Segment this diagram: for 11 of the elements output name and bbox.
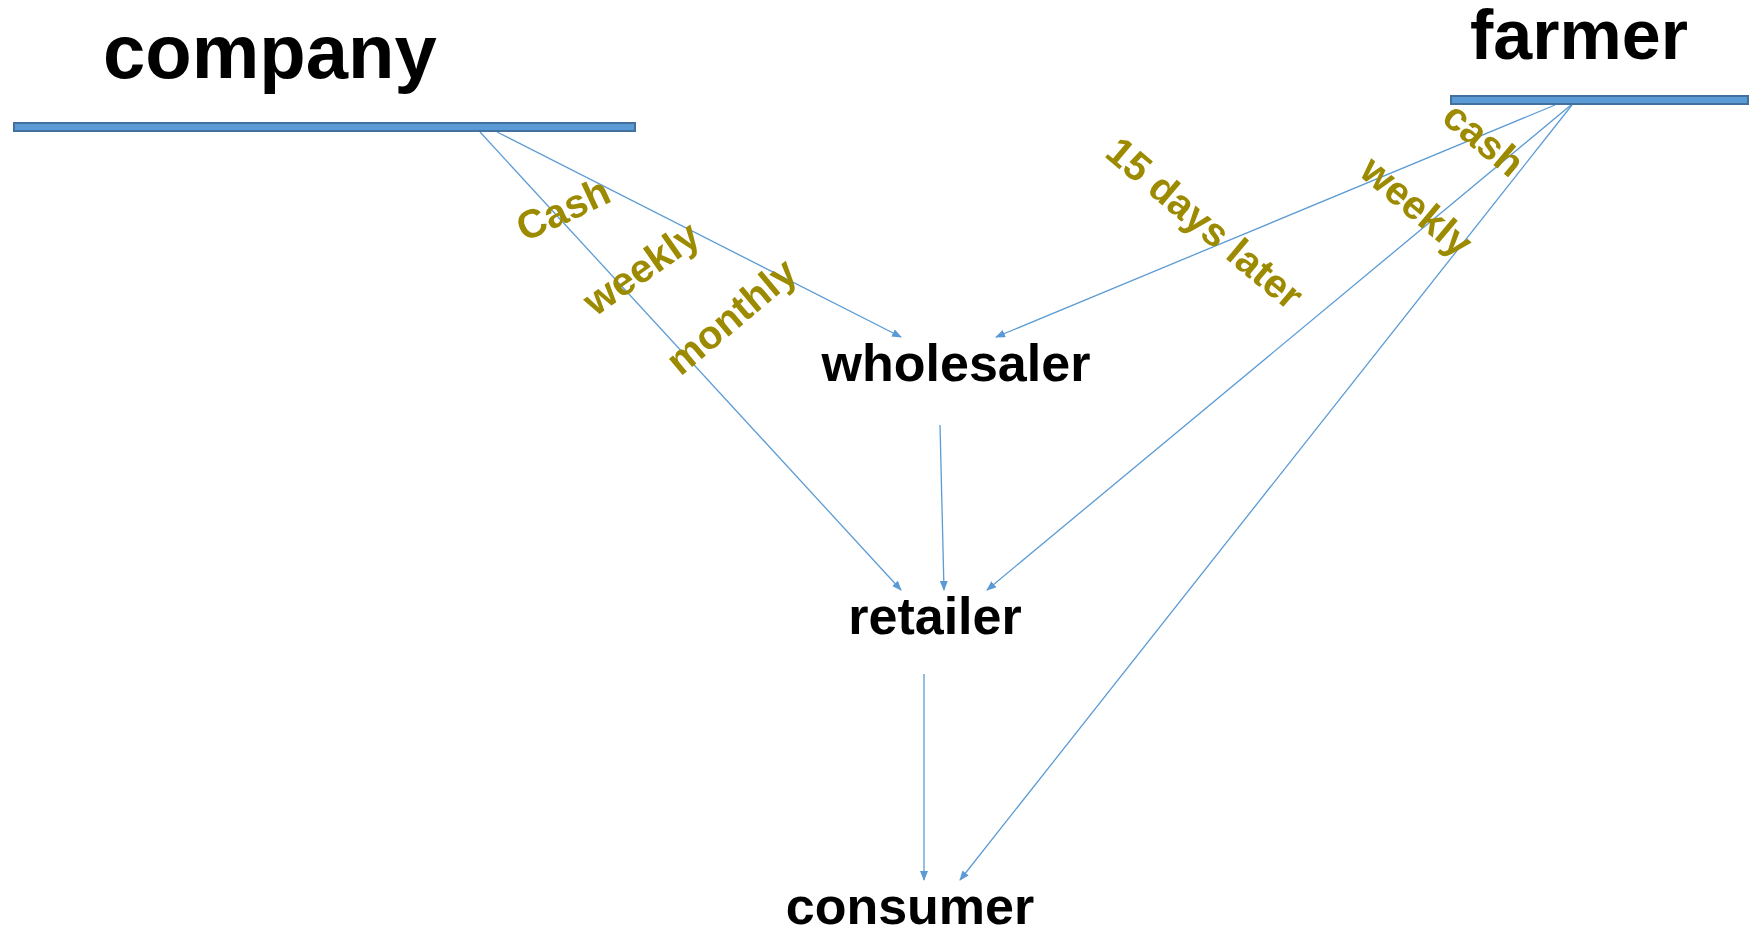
node-label: farmer bbox=[1470, 0, 1688, 70]
node-label: retailer bbox=[848, 590, 1022, 642]
arrow bbox=[959, 104, 1573, 881]
arrow bbox=[496, 131, 902, 338]
arrow bbox=[479, 131, 902, 591]
arrow bbox=[939, 424, 948, 591]
arrow bbox=[986, 104, 1572, 591]
arrow bbox=[995, 104, 1556, 338]
node-label: wholesaler bbox=[821, 337, 1091, 389]
node-label: consumer bbox=[785, 880, 1035, 932]
arrow bbox=[920, 673, 928, 881]
